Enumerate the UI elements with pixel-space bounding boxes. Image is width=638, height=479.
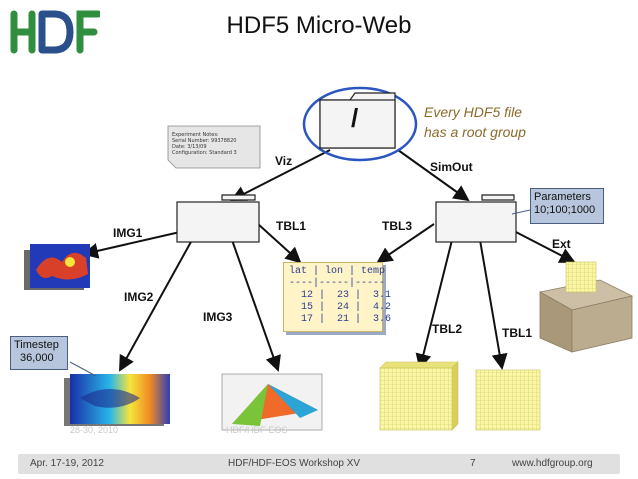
table-row: 12 | 23 | 3.1 [289,290,392,301]
footer-bar [18,454,620,474]
parameters-callout: Parameters 10;100;1000 [530,188,604,224]
footer-date: Apr. 17-19, 2012 [30,458,104,469]
edge-label-tbl1-right: TBL1 [502,326,532,340]
tbl1-grid [475,369,541,431]
edge-label-tbl1-left: TBL1 [276,219,306,233]
root-group-label: / [351,103,359,133]
img1-thumbnail [24,244,90,290]
viz-folder-icon [176,194,260,243]
hdf-logo [10,10,100,54]
timestep-callout-tail [69,361,97,377]
edge-img1 [82,231,181,259]
timestep-title: Timestep [14,339,59,351]
root-note-line2: has a root group [424,124,526,140]
edge-label-img3: IMG3 [203,310,233,324]
img2-thumbnail [64,374,170,426]
img2-caption: 28-30, 2010 [70,425,119,435]
external-box-icon [538,261,634,353]
experiment-notes-line: Experiment Notes: [172,132,219,138]
edge-label-tbl3: TBL3 [382,219,412,233]
parameters-values: 10;100;1000 [534,204,596,216]
img3-caption: HDF/HDF-EOS [226,425,288,435]
edge-tbl1-right [479,239,508,370]
edge-simout [397,149,470,202]
edge-label-ext: Ext [552,237,571,251]
edge-tbl1-left [257,223,302,264]
table-row: 15 | 24 | 4.2 [289,302,392,313]
edge-label-simout: SimOut [430,160,473,174]
edge-img3 [231,239,281,372]
tbl2-grid-cube [379,361,459,431]
footer-url: www.hdfgroup.org [512,458,593,469]
parameters-title: Parameters [534,191,591,203]
slide-title: HDF5 Micro-Web [226,12,412,39]
img3-thumbnail [221,373,323,431]
footer-event: HDF/HDF-EOS Workshop XV [228,458,361,469]
experiment-notes-line: Date: 3/13/09 [172,144,207,150]
tbl1-table-card: lat | lon | temp ----|-----|----- 12 | 2… [283,262,392,332]
edge-label-img2: IMG2 [124,290,154,304]
simout-folder-icon [435,194,517,243]
parameters-callout-tail [511,209,531,215]
edge-viz [230,149,331,201]
table-row: 17 | 21 | 3.6 [289,314,392,325]
edge-label-tbl2: TBL2 [432,322,462,336]
experiment-notes-line: Configuration: Standard 3 [172,150,237,156]
root-note-line1: Every HDF5 file [424,104,523,120]
timestep-callout: Timestep 36,000 [10,336,68,370]
edge-tbl3 [376,223,435,264]
root-folder-icon [319,92,396,149]
table-row: ----|-----|----- [289,278,386,289]
edge-label-viz: Viz [275,154,293,168]
edge-label-img1: IMG1 [113,226,143,240]
footer-page-number: 7 [470,458,476,469]
edge-tbl2 [415,239,453,370]
timestep-value: 36,000 [20,352,54,364]
root-highlight-ellipse [302,86,418,162]
experiment-notes-text: Experiment Notes: Serial Number: 9937882… [172,132,237,156]
edge-ext [511,229,576,263]
table-row: lat | lon | temp [289,266,386,277]
experiment-notes-page [167,125,261,169]
edge-img2 [119,239,193,372]
experiment-notes-line: Serial Number: 99378820 [172,138,237,144]
